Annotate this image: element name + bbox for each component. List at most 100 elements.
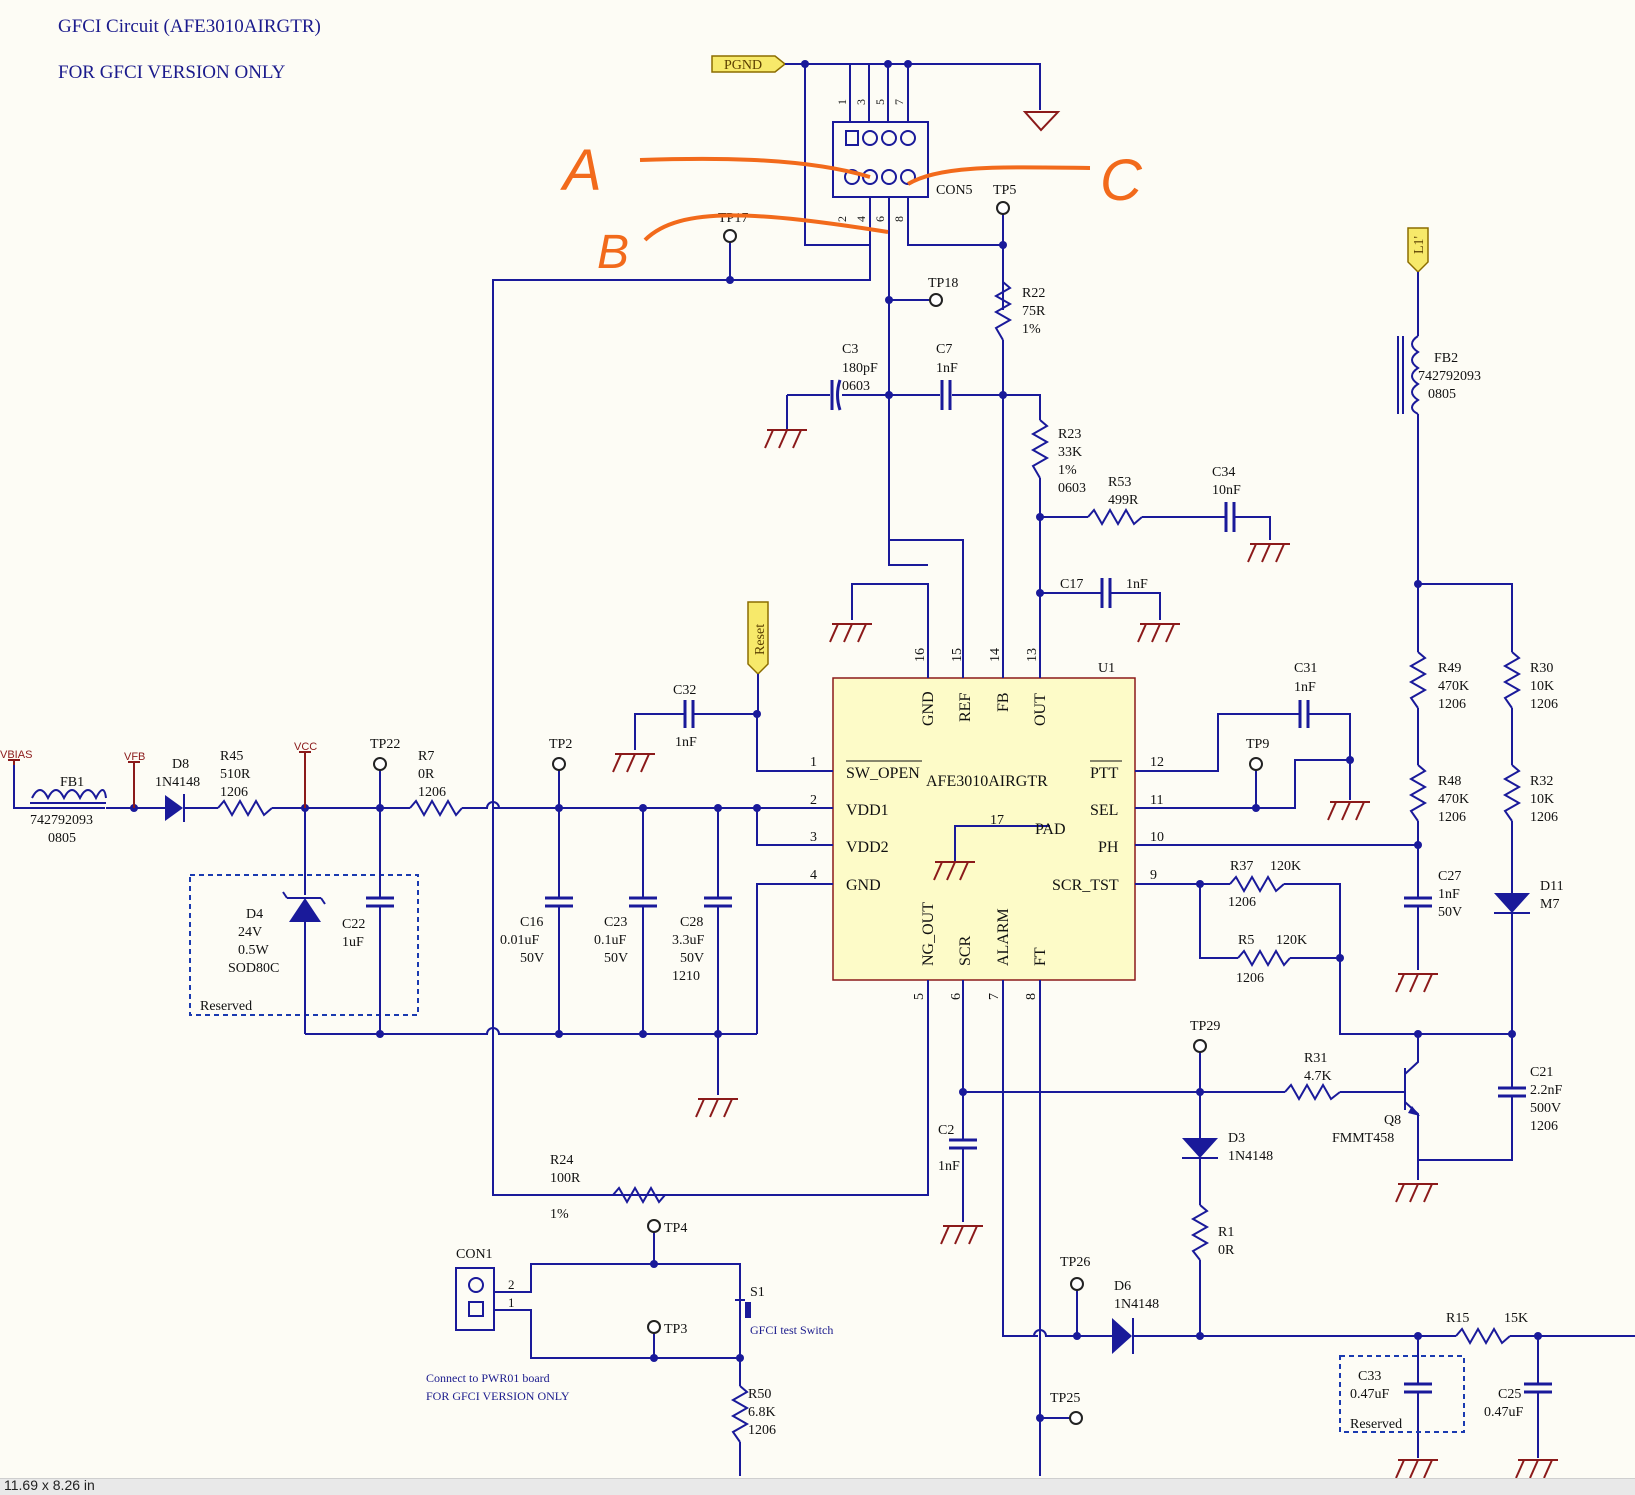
con5-pin-5: 5 [873,99,887,105]
d11-ref: D11 [1540,879,1564,894]
r31-ref: R31 [1304,1051,1327,1066]
pin3-name: VDD2 [846,839,889,856]
r37-ref: R37 [1230,859,1253,874]
r37-package: 1206 [1228,895,1256,910]
pin13-name: OUT [1032,693,1049,726]
vfb-label: VFB [124,751,145,763]
c16-voltage: 50V [520,951,544,966]
r24-tol: 1% [550,1207,569,1222]
l1-port[interactable] [1407,227,1429,274]
pin15-num: 15 [950,648,965,662]
ground-symbol [1395,1183,1439,1203]
vcc-label: VCC [294,741,317,753]
r22-tol: 1% [1022,322,1041,337]
reserved-box-c33 [1339,1355,1465,1433]
con5-connector[interactable] [832,121,929,198]
c27-value: 1nF [1438,887,1460,902]
d4-ref: D4 [246,907,263,922]
tp26-label: TP26 [1060,1255,1090,1270]
ground-symbol [1515,1459,1559,1479]
con1-note-2: FOR GFCI VERSION ONLY [426,1389,570,1403]
con1-note-1: Connect to PWR01 board [426,1371,550,1385]
r45-package: 1206 [220,785,248,800]
c23-ref: C23 [604,915,627,930]
r48-ref: R48 [1438,774,1461,789]
tp17-label: TP17 [718,211,748,226]
c27-ref: C27 [1438,869,1461,884]
c16-value: 0.01uF [500,933,540,948]
d6-ref: D6 [1114,1279,1131,1294]
c28-package: 1210 [672,969,700,984]
pin12-name: PTT [1090,765,1119,782]
c17-value: 1nF [1126,577,1148,592]
c34-value: 10nF [1212,483,1241,498]
d4-voltage: 24V [238,925,262,940]
reset-port[interactable] [747,601,769,676]
fb1-value: 742792093 [30,813,93,828]
tp2-label: TP2 [549,737,572,752]
con5-pin-2: 2 [835,216,849,222]
c32-value: 1nF [675,735,697,750]
r22-value: 75R [1022,304,1046,319]
c3-package: 0603 [842,379,870,394]
pin11-num: 11 [1150,793,1163,808]
r1-value: 0R [1218,1243,1235,1258]
pin15-name: REF [957,693,974,722]
fb1-package: 0805 [48,831,76,846]
r48-value: 470K [1438,792,1469,807]
pin1-name: SW_OPEN [846,765,920,782]
r7-value: 0R [418,767,435,782]
fb2-package: 0805 [1428,387,1456,402]
pgnd-port[interactable]: PGND [711,55,787,73]
ground-symbol [612,753,656,773]
c32-ref: C32 [673,683,696,698]
pin9-num: 9 [1150,868,1157,883]
r53-ref: R53 [1108,475,1131,490]
pin4-name: GND [846,877,881,894]
r15-value: 15K [1504,1311,1528,1326]
r5-value: 120K [1276,933,1307,948]
r1-ref: R1 [1218,1225,1234,1240]
pin13-num: 13 [1025,648,1040,662]
pin16-num: 16 [913,648,928,662]
r24-value: 100R [550,1171,581,1186]
con5-pin-3: 3 [854,99,868,105]
c33-reserved-note: Reserved [1350,1417,1402,1432]
r53-value: 499R [1108,493,1139,508]
r30-value: 10K [1530,679,1554,694]
pin2-num: 2 [810,793,817,808]
r48-package: 1206 [1438,810,1466,825]
pin5-name: NG_OUT [920,902,937,966]
r7-package: 1206 [418,785,446,800]
ground-symbol [1247,543,1291,563]
c31-ref: C31 [1294,661,1317,676]
con5-pin-6: 6 [873,216,887,222]
c21-voltage: 500V [1530,1101,1561,1116]
con1-connector[interactable] [455,1267,495,1331]
ground-symbol [829,623,873,643]
r22-ref: R22 [1022,286,1045,301]
fb2-ref: FB2 [1434,351,1458,366]
c7-value: 1nF [936,361,958,376]
c33-ref: C33 [1358,1369,1381,1384]
r15-ref: R15 [1446,1311,1469,1326]
c21-ref: C21 [1530,1065,1553,1080]
con1-ref: CON1 [456,1247,493,1262]
u1-chip[interactable] [832,677,1136,981]
ground-symbol [764,429,808,449]
pin1-num: 1 [810,755,817,770]
r32-value: 10K [1530,792,1554,807]
s1-label: GFCI test Switch [750,1323,833,1337]
r49-ref: R49 [1438,661,1461,676]
r37-value: 120K [1270,859,1301,874]
annotation-marks [639,156,1091,242]
s1-switch[interactable] [735,1299,751,1318]
tp22-label: TP22 [370,737,400,752]
pin8-name: FT [1032,947,1049,966]
d4-power: 0.5W [238,943,270,958]
r5-package: 1206 [1236,971,1264,986]
pin4-num: 4 [810,868,817,883]
tp18-label: TP18 [928,276,958,291]
pin12-num: 12 [1150,755,1164,770]
r23-package: 0603 [1058,481,1086,496]
